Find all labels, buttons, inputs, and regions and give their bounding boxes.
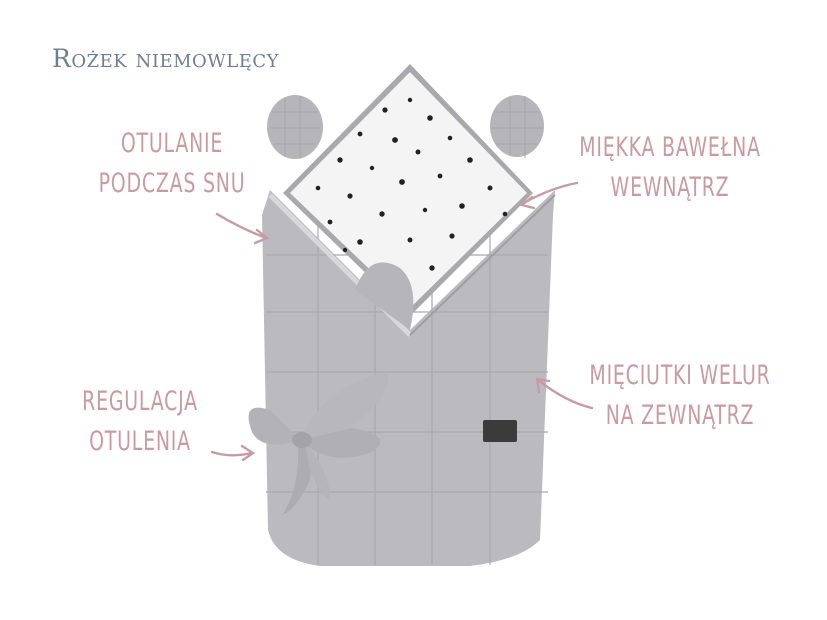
ear-right-icon (490, 95, 544, 158)
label-wrap-adjustment: REGULACJA OTULENIA (54, 382, 226, 462)
page-title: Rożek niemowlęcy (52, 44, 280, 73)
label-line: WEWNĄTRZ (610, 172, 730, 203)
brand-tag (483, 420, 517, 442)
ear-left-icon (267, 95, 323, 159)
label-line: OTULENIA (89, 426, 191, 457)
label-line: REGULACJA (82, 386, 198, 417)
label-soft-cotton-inside: MIĘKKA BAWEŁNA WEWNĄTRZ (569, 128, 772, 208)
inner-ear-flap (355, 262, 414, 330)
arrow-icon (210, 444, 256, 462)
label-line: MIĘKKA BAWEŁNA (579, 132, 761, 163)
arrow-icon (535, 377, 594, 410)
velvet-body (262, 190, 556, 566)
arrow-icon (215, 212, 270, 245)
label-line: MIĘCIUTKI WELUR (589, 360, 771, 391)
arrow-icon (519, 181, 579, 210)
label-soft-velvet-outside: MIĘCIUTKI WELUR NA ZEWNĄTRZ (575, 356, 786, 436)
label-wrapping-during-sleep: OTULANIE PODCZAS SNU (78, 124, 265, 204)
bow-tie (248, 372, 388, 515)
label-line: PODCZAS SNU (98, 168, 246, 199)
label-line: OTULANIE (120, 128, 224, 159)
label-line: NA ZEWNĄTRZ (605, 400, 755, 431)
